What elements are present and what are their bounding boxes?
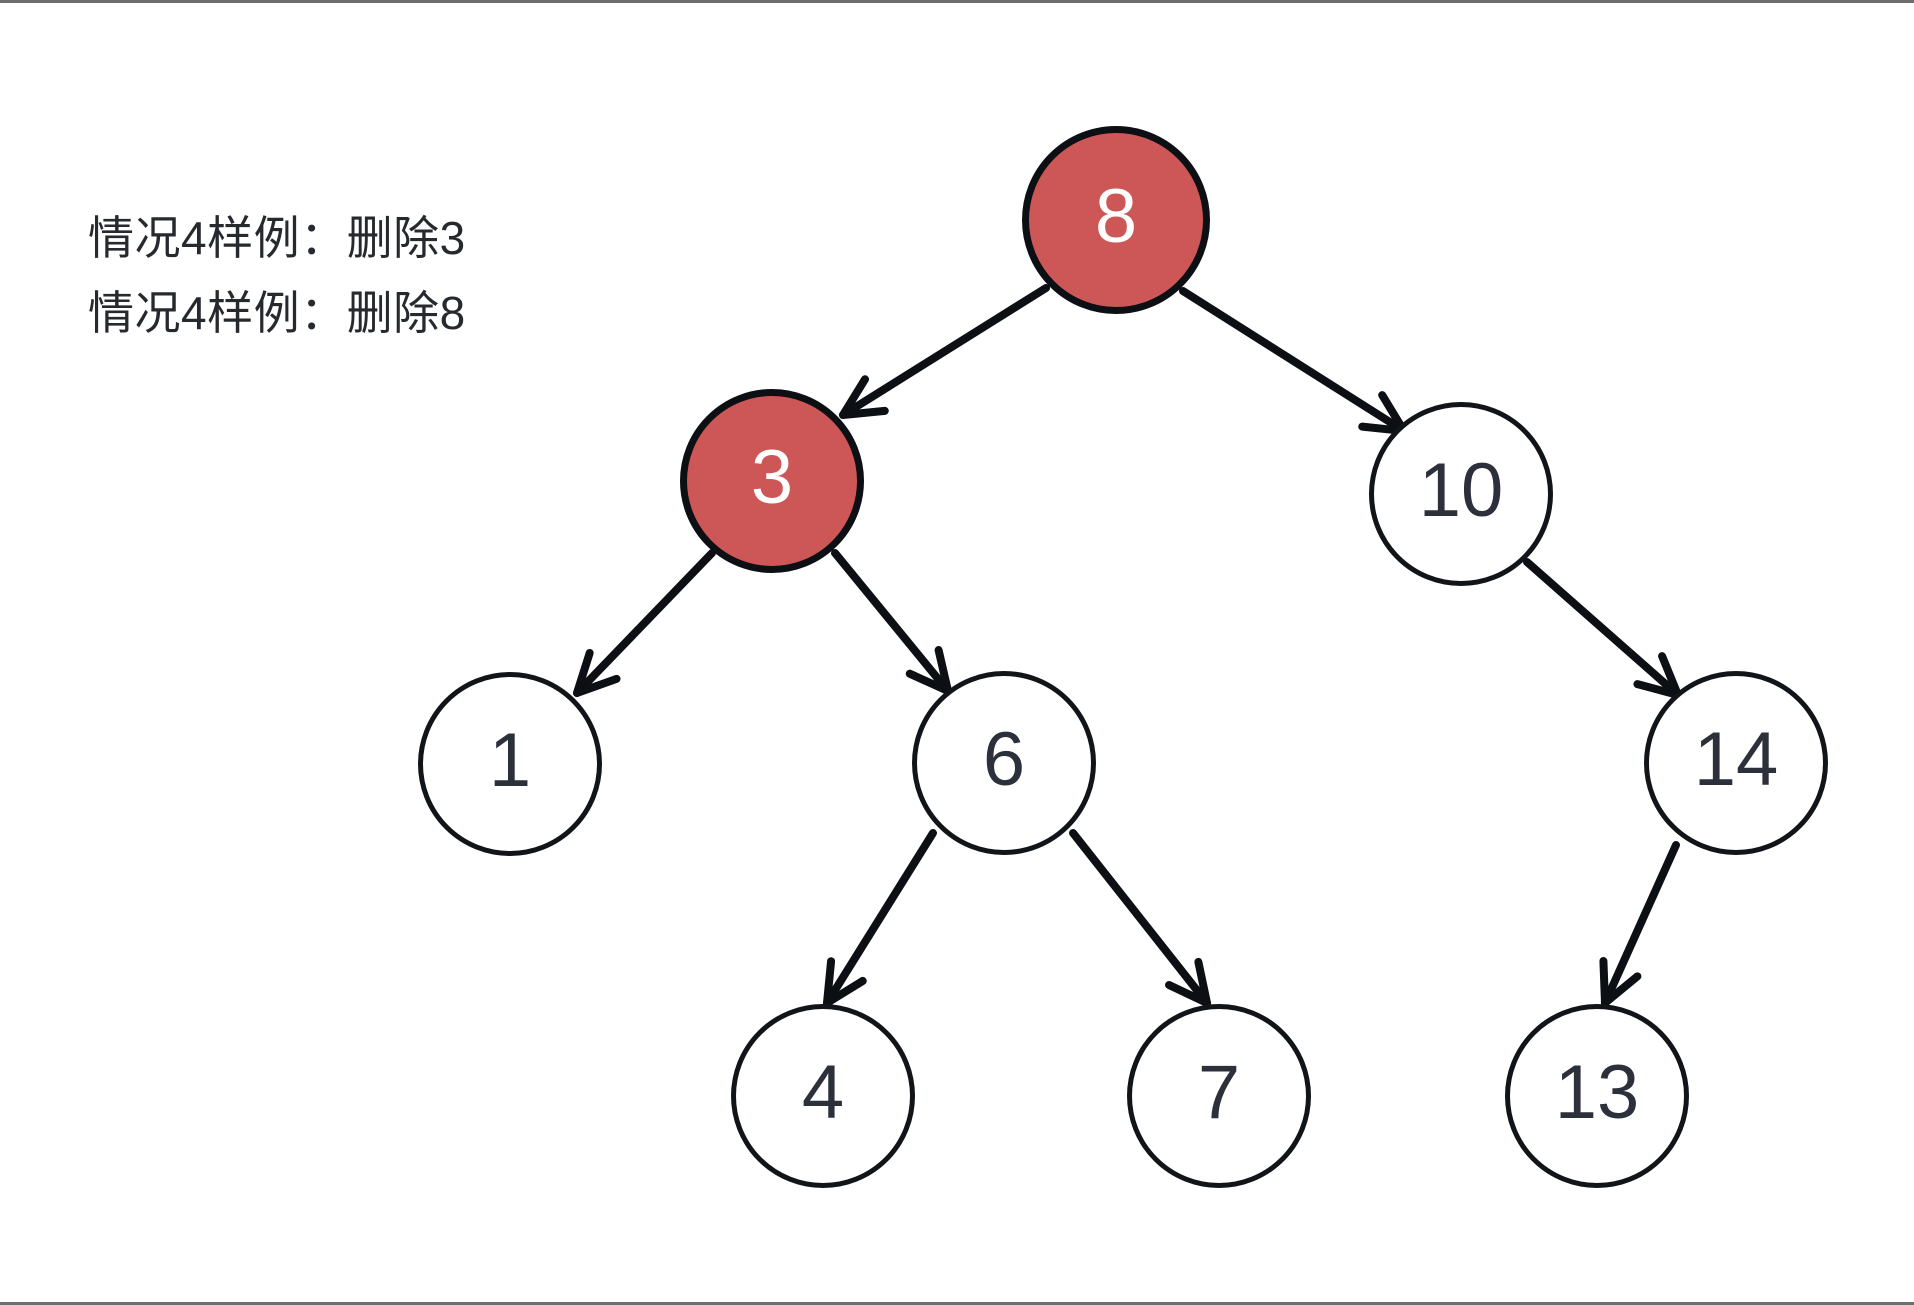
arrowhead-icon: [1599, 957, 1642, 1007]
arrowhead-icon: [839, 375, 889, 419]
tree-node-label: 14: [1693, 717, 1779, 802]
arrowhead-icon: [823, 957, 867, 1007]
tree-node-label: 7: [1197, 1050, 1241, 1135]
tree-node-label: 8: [1094, 174, 1138, 259]
tree-node-3[interactable]: 3: [680, 389, 864, 573]
tree-edge-n6-to-n4: [823, 829, 937, 1007]
arrowhead-icon: [573, 648, 621, 697]
caption-line-2: 情况4样例：删除8: [88, 286, 466, 339]
tree-edge-n8-to-n3: [839, 284, 1050, 419]
tree-node-14[interactable]: 14: [1644, 671, 1828, 855]
tree-node-label: 3: [750, 435, 794, 520]
tree-node-8[interactable]: 8: [1022, 126, 1210, 314]
caption-line-1: 情况4样例：删除3: [88, 212, 466, 264]
tree-node-label: 13: [1554, 1050, 1640, 1135]
tree-node-10[interactable]: 10: [1369, 402, 1553, 586]
tree-node-4[interactable]: 4: [731, 1004, 915, 1188]
tree-edge-n3-to-n1: [573, 549, 716, 697]
tree-edge-n3-to-n6: [831, 549, 952, 695]
tree-edge-n8-to-n10: [1179, 287, 1408, 435]
tree-node-label: 1: [488, 718, 532, 803]
caption-block: 情况4样例：删除3 情况4样例：删除8: [88, 201, 708, 350]
tree-edge-n14-to-n13: [1599, 841, 1680, 1007]
arrowhead-icon: [1165, 957, 1211, 1007]
tree-node-label: 6: [982, 717, 1026, 802]
tree-node-6[interactable]: 6: [912, 671, 1096, 855]
tree-node-13[interactable]: 13: [1505, 1004, 1689, 1188]
tree-node-7[interactable]: 7: [1127, 1004, 1311, 1188]
tree-edge-n6-to-n7: [1069, 829, 1211, 1007]
tree-edge-n10-to-n14: [1523, 558, 1682, 699]
tree-node-label: 10: [1418, 448, 1504, 533]
tree-node-1[interactable]: 1: [418, 672, 602, 856]
tree-node-label: 4: [801, 1050, 845, 1135]
